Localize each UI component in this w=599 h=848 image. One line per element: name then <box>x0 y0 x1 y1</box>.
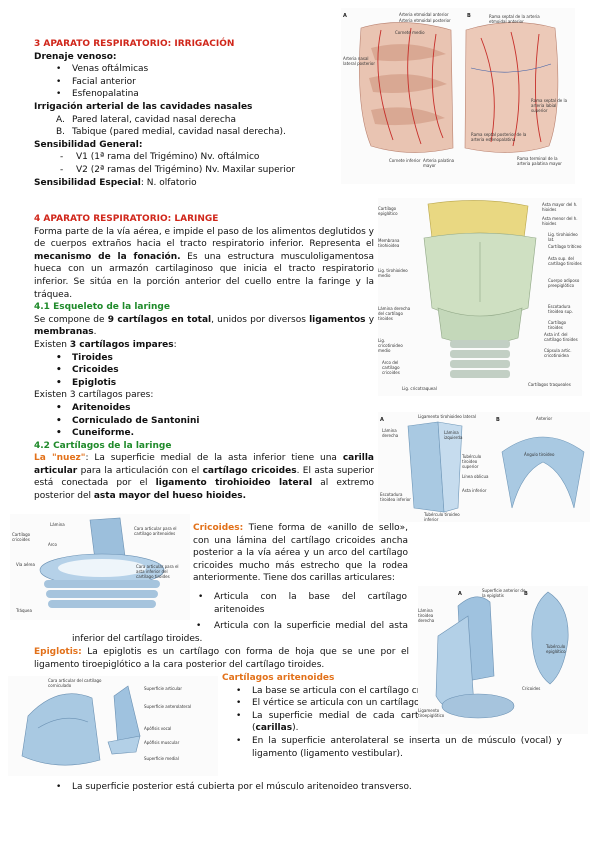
paragraph-laringe: Forma parte de la vía aérea, e impide el… <box>34 226 375 300</box>
list-item: Cuneiforme. <box>56 427 374 440</box>
heading-laringe: 4 APARATO RESPIRATORIO: LARINGE <box>34 214 219 224</box>
irrigacion-list: A.Pared lateral, cavidad nasal derecha B… <box>56 114 339 139</box>
larynx-illustration <box>423 200 537 378</box>
section-laringe: 4 APARATO RESPIRATORIO: LARINGE Forma pa… <box>34 213 374 503</box>
aritenoides-list: La base se articula con el cartílago cri… <box>236 685 562 761</box>
pares-list: Aritenoides Corniculado de Santonini Cun… <box>56 402 374 440</box>
list-item: Corniculado de Santonini <box>56 415 374 428</box>
aritenoides-list-last: La superficie posterior está cubierta po… <box>56 781 412 794</box>
section-aritenoides: Cartílagos aritenoides La base se articu… <box>222 672 562 760</box>
heading-esqueleto: 4.1 Esqueleto de la laringe <box>34 302 170 313</box>
paragraph-nuez: La "nuez": La superficie medial de la as… <box>34 453 374 502</box>
cricoid-illustration <box>39 517 165 608</box>
list-item: Cricoides <box>56 364 374 377</box>
figure-arytenoid: Cara articular del cartílago corniculado… <box>8 676 218 776</box>
drenaje-title: Drenaje venoso: <box>34 51 117 62</box>
list-item: Venas oftálmicas <box>56 63 339 76</box>
figure-nasal-arteries: A B Arteria etmoidal anterior Arteria et… <box>341 8 575 184</box>
heading-irrigacion: 3 APARATO RESPIRATORIO: IRRIGACIÓN <box>34 39 235 49</box>
list-item: La superficie posterior está cubierta po… <box>56 781 412 794</box>
heading-cartilagos: 4.2 Cartílagos de la laringe <box>34 440 172 451</box>
heading-aritenoides: Cartílagos aritenoides <box>222 673 335 683</box>
list-item: Esfenopalatina <box>56 88 339 101</box>
list-item: Articula con la base del cartílago arite… <box>198 591 407 616</box>
figure-epiglottis: A B Superficie anterior de la epiglotis … <box>418 586 588 734</box>
list-item: Facial anterior <box>56 76 339 89</box>
list-item: -V1 (1ª rama del Trigémino) Nv. oftálmic… <box>60 152 260 163</box>
thyroid-cartilage-illustration <box>407 421 585 513</box>
epiglottis-illustration <box>435 591 569 719</box>
impares-list: Tiroides Cricoides Epiglotis <box>56 352 374 390</box>
list-item: En la superficie anterolateral se insert… <box>236 735 562 760</box>
list-item: La base se articula con el cartílago cri… <box>236 685 562 698</box>
list-item: A.Pared lateral, cavidad nasal derecha <box>56 114 237 125</box>
list-item: Tiroides <box>56 352 374 365</box>
list-item: B.Tabique (pared medial, cavidad nasal d… <box>56 127 286 138</box>
nasal-arteries-illustration <box>359 22 559 153</box>
list-item: Epiglotis <box>56 377 374 390</box>
figure-larynx-anterior: Cartílago epiglótico Membrana tirohioide… <box>378 198 582 396</box>
drenaje-list: Venas oftálmicas Facial anterior Esfenop… <box>56 63 339 101</box>
list-item: La superficie medial de cada cartílago s… <box>236 710 562 735</box>
list-item: El vértice se articula con un cartílago … <box>236 697 562 710</box>
paragraph-epiglotis: Epiglotis: La epiglotis es un cartílago … <box>34 647 409 670</box>
irrigacion-title: Irrigación arterial de las cavidades nas… <box>34 101 253 112</box>
figure-thyroid-cartilage: A B Ligamento tirohioideo lateral Lámina… <box>378 412 590 522</box>
list-item: Articula con la superficie medial del as… <box>72 621 408 644</box>
sens-general-title: Sensibilidad General: <box>34 139 143 150</box>
arytenoid-illustration <box>21 685 141 766</box>
paragraph-cricoides: Cricoides: Tiene forma de «anillo de sel… <box>193 523 408 584</box>
list-item: Aritenoides <box>56 402 374 415</box>
section-irrigacion: 3 APARATO RESPIRATORIO: IRRIGACIÓN Drena… <box>34 38 339 189</box>
sens-list: -V1 (1ª rama del Trigémino) Nv. oftálmic… <box>60 151 339 176</box>
impares-title: Existen 3 cartílagos impares: <box>34 339 177 350</box>
cricoides-list: Articula con la base del cartílago arite… <box>198 591 407 616</box>
paragraph-esqueleto: Se compone de 9 cartílagos en total, uni… <box>34 314 375 338</box>
sens-especial: Sensibilidad Especial: N. olfatorio <box>34 177 197 188</box>
list-item: -V2 (2ª ramas del Trigémino) Nv. Maxilar… <box>60 164 296 175</box>
pares-title: Existen 3 cartílagos pares: <box>34 390 154 401</box>
figure-cricoid: Lámina Cartílago cricoides Arco Vía aére… <box>10 514 190 620</box>
